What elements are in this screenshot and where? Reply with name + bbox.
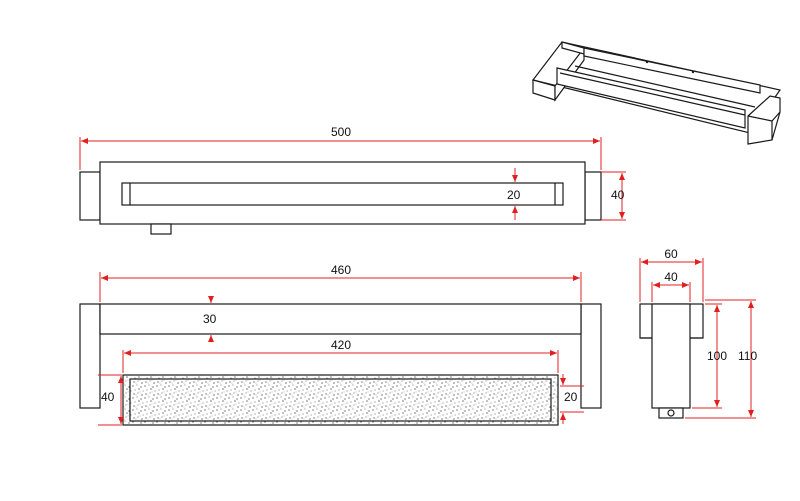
- side-view-knob: [658, 407, 684, 419]
- front-view-left-post: [79, 303, 101, 409]
- top-view-right-end-cap: [584, 171, 602, 221]
- front-view-right-post: [580, 303, 602, 409]
- top-view-knob: [150, 223, 172, 235]
- dim-label-overall-length-top: 500: [331, 125, 351, 139]
- dim-label-left-end-height: 40: [101, 390, 115, 404]
- side-view-body: [651, 303, 691, 409]
- dim-label-right-end-height: 20: [564, 390, 578, 404]
- isometric-view: [531, 41, 782, 145]
- dim-label-inner-width: 40: [664, 270, 678, 284]
- dim-label-overall-length-front: 460: [331, 263, 351, 277]
- front-view: 460 30 420 40 20: [79, 263, 602, 426]
- dim-label-slot-height: 20: [507, 188, 521, 202]
- dim-label-outer-width: 60: [664, 247, 678, 261]
- dim-label-top-bar-height: 30: [203, 312, 217, 326]
- dim-label-end-cap-height: 40: [611, 188, 625, 202]
- dim-label-inner-length: 420: [331, 338, 351, 352]
- top-view: 500 20 40: [79, 125, 626, 235]
- front-view-top-bar: [99, 303, 582, 335]
- front-view-grip: [122, 374, 559, 426]
- dim-label-overall-height: 110: [738, 349, 757, 363]
- top-view-left-end-cap: [79, 171, 101, 221]
- top-view-slot: [121, 182, 564, 206]
- dim-label-body-height: 100: [707, 349, 727, 363]
- side-view: 60 40 100 110: [639, 247, 757, 419]
